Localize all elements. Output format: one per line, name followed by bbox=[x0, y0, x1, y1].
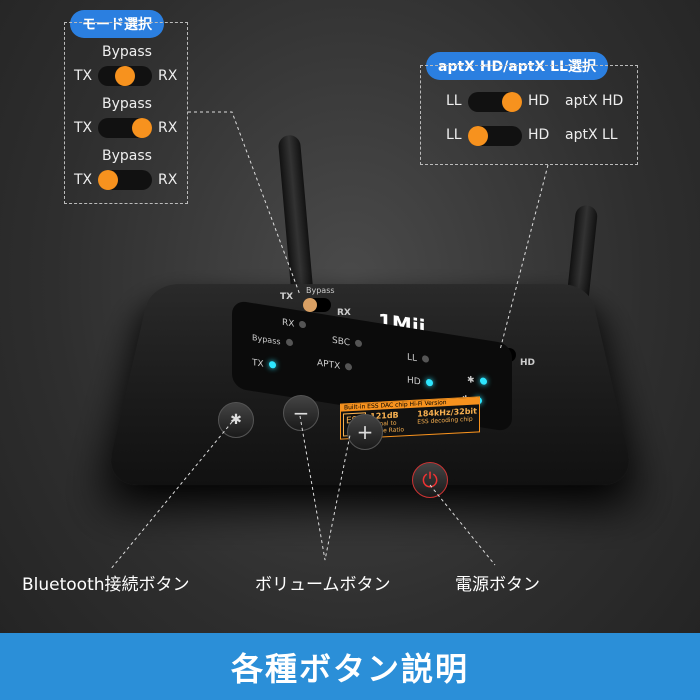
codec-row: LL HD aptX HD bbox=[420, 90, 638, 124]
rx-label: RX bbox=[158, 120, 178, 136]
tx-label: TX bbox=[74, 120, 93, 136]
bluetooth-button-caption: Bluetooth接続ボタン bbox=[22, 575, 190, 595]
mode-switch-illustration bbox=[98, 170, 152, 190]
tx-label: TX bbox=[74, 68, 93, 84]
power-button[interactable]: ⏻ bbox=[412, 462, 448, 498]
codec-select-title: aptX HD/aptX LL選択 bbox=[426, 52, 608, 80]
power-button-caption: 電源ボタン bbox=[455, 575, 540, 595]
mode-select-box bbox=[64, 22, 188, 204]
bypass-label: Bypass bbox=[102, 148, 152, 164]
codec-select-box bbox=[420, 65, 638, 165]
mode-switch-illustration bbox=[98, 66, 152, 86]
codec-switch-illustration bbox=[468, 92, 522, 112]
switch-tx-label: TX bbox=[280, 292, 294, 302]
switch-rx-label: RX bbox=[337, 308, 351, 318]
rx-label: RX bbox=[158, 172, 178, 188]
bypass-label: Bypass bbox=[102, 44, 152, 60]
mode-switch[interactable] bbox=[303, 298, 331, 312]
minus-icon: − bbox=[292, 401, 310, 425]
rx-label: RX bbox=[158, 68, 178, 84]
hd-label: HD bbox=[528, 127, 550, 143]
plus-icon: + bbox=[356, 420, 374, 444]
hd-label: HD bbox=[528, 93, 550, 109]
codec-switch-illustration bbox=[468, 126, 522, 146]
footer-title: 各種ボタン説明 bbox=[230, 649, 469, 688]
mode-switch-illustration bbox=[98, 118, 152, 138]
volume-down-button[interactable]: − bbox=[283, 395, 319, 431]
power-icon: ⏻ bbox=[422, 468, 438, 492]
mode-select-title: モード選択 bbox=[70, 10, 164, 38]
tx-label: TX bbox=[74, 172, 93, 188]
ll-label: LL bbox=[446, 93, 462, 109]
bypass-label: Bypass bbox=[102, 96, 152, 112]
switch-hd-label: HD bbox=[520, 358, 536, 368]
bluetooth-icon: ✱ bbox=[230, 412, 242, 428]
codec-result: aptX HD bbox=[565, 93, 624, 109]
switch-bypass-label: Bypass bbox=[306, 286, 335, 295]
mode-row: Bypass TX RX bbox=[64, 144, 188, 196]
volume-up-button[interactable]: + bbox=[347, 414, 383, 450]
codec-row: LL HD aptX LL bbox=[420, 124, 638, 158]
ll-label: LL bbox=[446, 127, 462, 143]
mode-row: Bypass TX RX bbox=[64, 92, 188, 144]
footer-banner: 各種ボタン説明 bbox=[0, 633, 700, 700]
volume-button-caption: ボリュームボタン bbox=[255, 575, 391, 595]
mode-row: Bypass TX RX bbox=[64, 40, 188, 92]
codec-result: aptX LL bbox=[565, 127, 618, 143]
